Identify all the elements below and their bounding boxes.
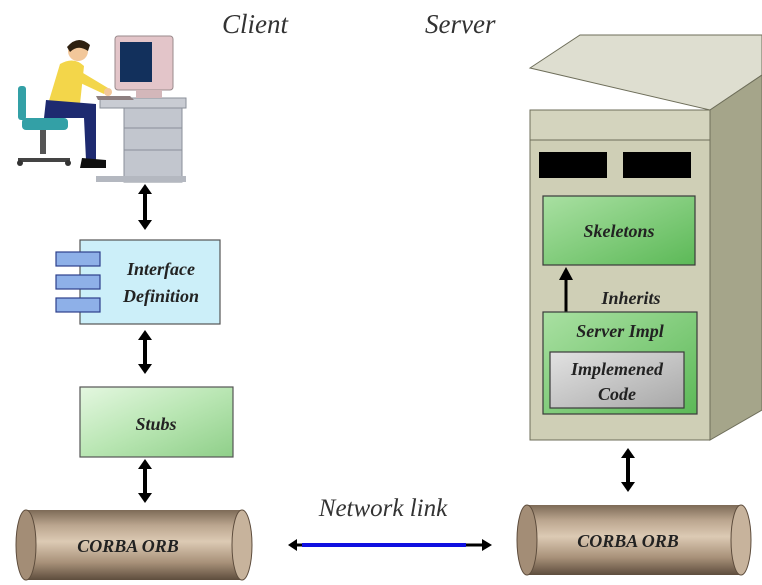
network-link-arrow bbox=[288, 539, 492, 551]
double-arrow-icon bbox=[138, 459, 152, 503]
server-impl-label: Server Impl bbox=[576, 321, 664, 341]
interface-label-line1: Interface bbox=[126, 259, 195, 279]
stubs-label: Stubs bbox=[135, 414, 176, 434]
client-title: Client bbox=[222, 9, 289, 39]
implemented-code-line2: Code bbox=[598, 384, 636, 404]
stubs-box: Stubs bbox=[79, 386, 234, 458]
client-orb-label: CORBA ORB bbox=[77, 536, 179, 556]
implemented-code-line1: Implemened bbox=[570, 359, 664, 379]
skeletons-box: Skeletons bbox=[542, 195, 696, 266]
inherits-arrow bbox=[559, 267, 573, 312]
inherits-label: Inherits bbox=[600, 288, 660, 308]
server-orb-label: CORBA ORB bbox=[577, 531, 679, 551]
double-arrow-icon bbox=[138, 330, 152, 374]
interface-definition-box: Interface Definition bbox=[55, 239, 221, 325]
double-arrow-icon bbox=[138, 184, 152, 230]
person-at-computer-icon bbox=[17, 35, 187, 183]
double-arrow-icon bbox=[621, 448, 635, 492]
client-orb-cylinder: CORBA ORB bbox=[15, 509, 253, 581]
implemented-code-box: Implemened Code bbox=[549, 351, 685, 409]
skeletons-label: Skeletons bbox=[583, 221, 654, 241]
server-title: Server bbox=[425, 9, 496, 39]
interface-label-line2: Definition bbox=[122, 286, 199, 306]
server-orb-cylinder: CORBA ORB bbox=[516, 504, 752, 576]
network-link-label: Network link bbox=[318, 495, 448, 522]
